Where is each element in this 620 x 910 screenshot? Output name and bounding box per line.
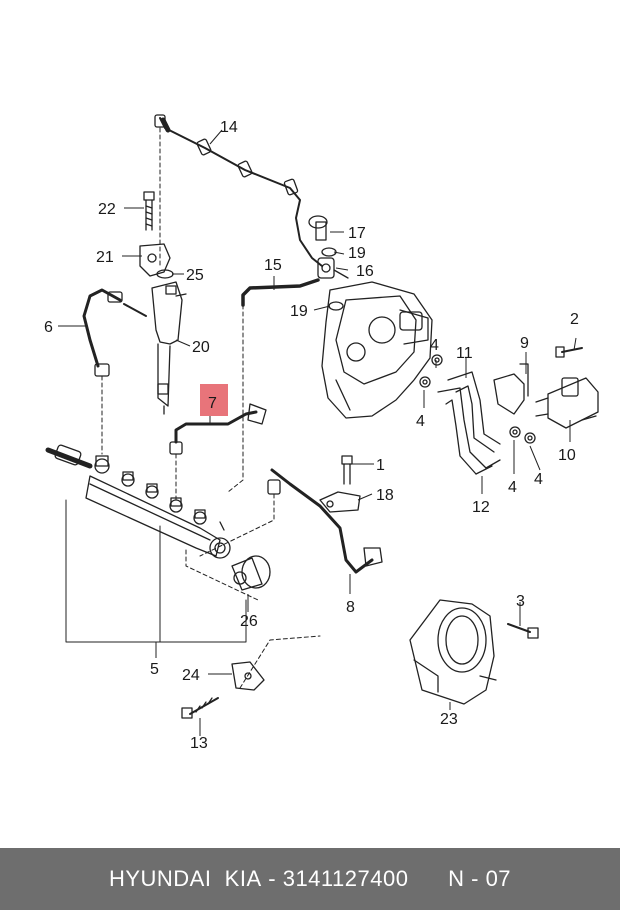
- footer-bar: HYUNDAI KIA - 3141127400 N - 07: [0, 848, 620, 910]
- label-16: 16: [356, 263, 374, 280]
- label-1: 1: [376, 457, 385, 474]
- callout-labels: 14 22 21 25 6 20 7 15 17 19 16 19 4 4 2 …: [44, 119, 579, 752]
- footer-separator: -: [261, 866, 283, 891]
- label-23: 23: [440, 711, 458, 728]
- part-6-injector-pipe: [82, 288, 147, 455]
- part-13-bolt: [181, 697, 219, 719]
- part-11-12-hoses: [437, 371, 501, 475]
- label-4-b: 4: [416, 413, 425, 430]
- footer-brand: HYUNDAI KIA: [108, 866, 262, 891]
- label-3: 3: [516, 593, 525, 610]
- label-20: 20: [192, 339, 210, 356]
- label-15: 15: [264, 257, 282, 274]
- part-24-bracket: [231, 635, 321, 691]
- label-13: 13: [190, 735, 208, 752]
- part-9-bracket: [493, 363, 529, 415]
- part-26-regulator: [185, 549, 271, 601]
- part-7-pipe: [169, 403, 267, 501]
- leader-lines: [58, 129, 577, 736]
- label-22: 22: [98, 201, 116, 218]
- label-19-top: 19: [348, 245, 366, 262]
- label-14: 14: [220, 119, 238, 136]
- part-10-valve: [535, 377, 599, 429]
- label-7: 7: [208, 395, 217, 412]
- part-16-banjo-fitting: [308, 215, 349, 311]
- label-2: 2: [570, 311, 579, 328]
- part-1-bolt: [341, 455, 353, 485]
- high-pressure-pump: [321, 281, 433, 419]
- part-21-clamp: [139, 243, 171, 277]
- label-4-a: 4: [430, 337, 439, 354]
- label-24: 24: [182, 667, 200, 684]
- label-17: 17: [348, 225, 366, 242]
- label-4-d: 4: [534, 471, 543, 488]
- part-23-throttle-body: [409, 599, 497, 705]
- part-3-bolt: [507, 623, 539, 639]
- label-4-c: 4: [508, 479, 517, 496]
- part-18-sensor: [319, 491, 361, 513]
- label-9: 9: [520, 335, 529, 352]
- label-5: 5: [150, 661, 159, 678]
- part-5-common-rail: [45, 444, 247, 643]
- part-8-pipe: [199, 468, 383, 574]
- part-14-return-hose: [154, 114, 323, 267]
- part-4-clamps: [419, 354, 536, 444]
- part-15-leak-pipe: [227, 278, 320, 493]
- exploded-parts-diagram: 14 22 21 25 6 20 7 15 17 19 16 19 4 4 2 …: [44, 114, 599, 752]
- footer-gap: [408, 866, 448, 892]
- part-20-injector: [151, 281, 187, 415]
- footer-part-number: 3141127400: [282, 866, 409, 891]
- label-8: 8: [346, 599, 355, 616]
- label-26: 26: [240, 613, 258, 630]
- part-2-bolt: [555, 346, 583, 358]
- label-12: 12: [472, 499, 490, 516]
- label-21: 21: [96, 249, 114, 266]
- label-11: 11: [456, 345, 473, 362]
- highlight-box-7: [200, 384, 228, 416]
- label-18: 18: [376, 487, 394, 504]
- footer-ref: N - 07: [448, 866, 512, 891]
- label-10: 10: [558, 447, 576, 464]
- label-6: 6: [44, 319, 53, 336]
- label-25: 25: [186, 267, 204, 284]
- part-22-bolt: [143, 191, 155, 231]
- label-19-bottom: 19: [290, 303, 308, 320]
